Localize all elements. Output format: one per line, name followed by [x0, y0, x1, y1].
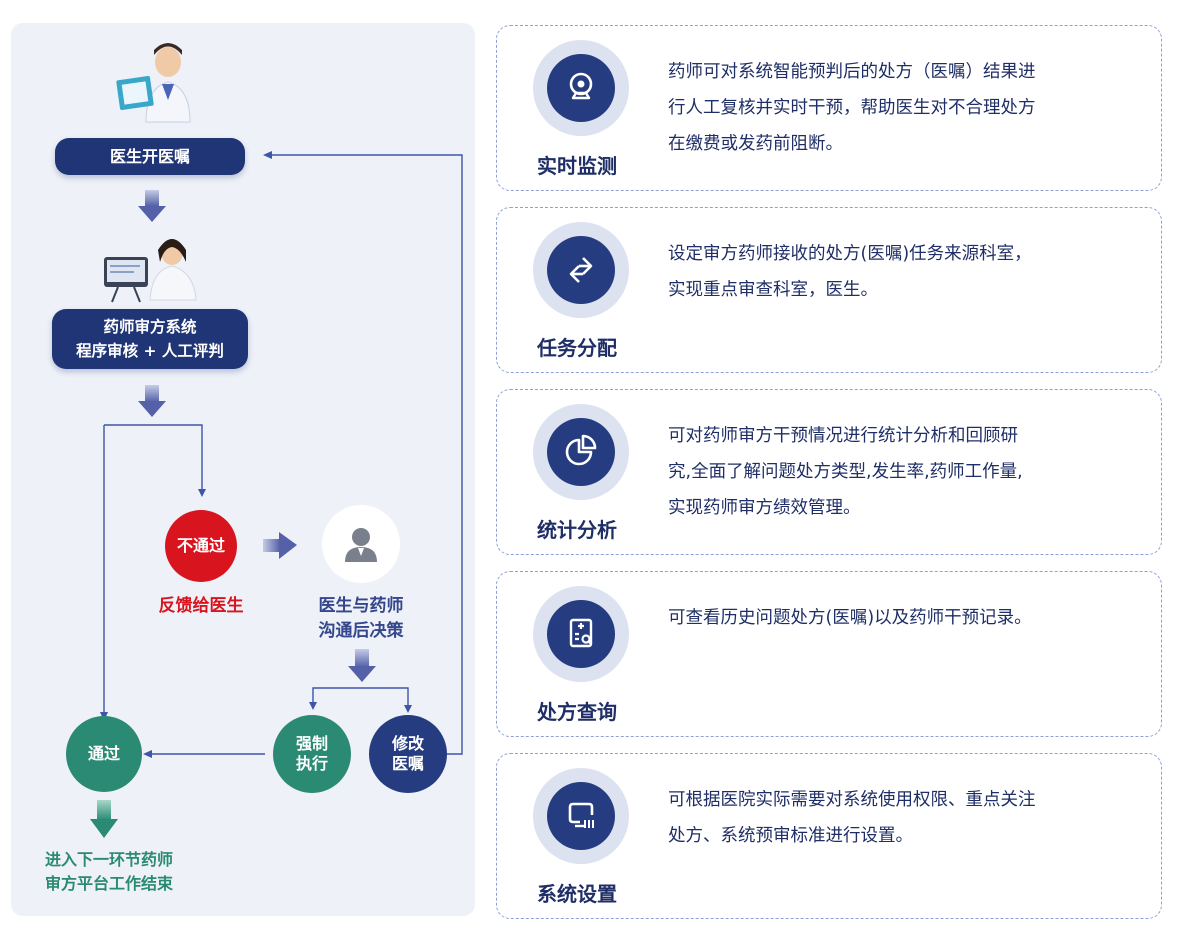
- icon-halo: [533, 40, 629, 136]
- feature-card-statistics: 统计分析 可对药师审方干预情况进行统计分析和回顾研 究,全面了解问题处方类型,发…: [496, 389, 1162, 555]
- feature-title: 任务分配: [537, 336, 617, 360]
- connector-arrowheads: [100, 151, 412, 758]
- doctor-orders-pill: 医生开医嘱: [55, 138, 245, 175]
- desc-line: 可查看历史问题处方(医嘱)以及药师干预记录。: [668, 608, 1032, 628]
- desc-line: 设定审方药师接收的处方(医嘱)任务来源科室，: [668, 244, 1032, 264]
- consult-node: [322, 505, 400, 583]
- feature-desc: 药师可对系统智能预判后的处方（医嘱）结果进 行人工复核并实时干预，帮助医生对不合…: [668, 54, 1138, 162]
- feature-card-prescription-query: 处方查询 可查看历史问题处方(医嘱)以及药师干预记录。: [496, 571, 1162, 737]
- desc-line: 行人工复核并实时干预，帮助医生对不合理处方: [668, 98, 1036, 118]
- modify-order-node: 修改 医嘱: [369, 715, 447, 793]
- webcam-icon: [569, 72, 593, 100]
- down-arrow-2: [138, 385, 166, 417]
- feature-card-system-settings: 系统设置 可根据医院实际需要对系统使用权限、重点关注 处方、系统预审标准进行设置…: [496, 753, 1162, 919]
- desc-line: 究,全面了解问题处方类型,发生率,药师工作量,: [668, 462, 1023, 482]
- feature-title: 统计分析: [537, 518, 617, 542]
- down-arrow-green: [90, 800, 118, 838]
- review-line-2: 程序审核 + 人工评判: [76, 342, 224, 360]
- exchange-icon: [569, 257, 593, 283]
- feature-desc: 可对药师审方干预情况进行统计分析和回顾研 究,全面了解问题处方类型,发生率,药师…: [668, 418, 1138, 526]
- modify-line-1: 修改: [391, 734, 424, 753]
- desc-line: 处方、系统预审标准进行设置。: [668, 826, 913, 846]
- reject-node: 不通过: [165, 510, 237, 582]
- doctor-icon: [116, 43, 191, 123]
- connector-lines: [103, 154, 463, 755]
- feature-title: 实时监测: [537, 154, 617, 178]
- feature-desc: 可根据医院实际需要对系统使用权限、重点关注 处方、系统预审标准进行设置。: [668, 782, 1138, 854]
- icon-halo: [533, 404, 629, 500]
- feature-title: 处方查询: [537, 700, 617, 724]
- review-system-pill: 药师审方系统 程序审核 + 人工评判: [52, 309, 248, 369]
- consult-line-1: 医生与药师: [318, 596, 404, 616]
- icon-halo: [533, 586, 629, 682]
- force-execute-node: 强制 执行: [273, 715, 351, 793]
- desc-line: 在缴费或发药前阻断。: [668, 134, 843, 154]
- modify-line-2: 医嘱: [391, 754, 424, 773]
- reject-caption: 反馈给医生: [158, 596, 244, 616]
- next-line-1: 进入下一环节药师: [44, 850, 173, 869]
- force-line-2: 执行: [295, 754, 328, 773]
- feature-card-realtime-monitor: 实时监测 药师可对系统智能预判后的处方（医嘱）结果进 行人工复核并实时干预，帮助…: [496, 25, 1162, 191]
- down-arrow-3: [348, 649, 376, 682]
- feature-card-task-assign: 任务分配 设定审方药师接收的处方(医嘱)任务来源科室， 实现重点审查科室，医生。: [496, 207, 1162, 373]
- pie-chart-icon: [565, 434, 597, 466]
- desc-line: 实现药师审方绩效管理。: [668, 498, 861, 518]
- desc-line: 可根据医院实际需要对系统使用权限、重点关注: [668, 790, 1036, 810]
- desc-line: 可对药师审方干预情况进行统计分析和回顾研: [668, 426, 1018, 446]
- pharmacist-icon: [104, 239, 197, 303]
- next-line-2: 审方平台工作结束: [44, 874, 173, 893]
- icon-halo: [533, 222, 629, 318]
- consult-caption: 医生与药师 沟通后决策: [290, 594, 432, 643]
- pass-node: 通过: [66, 716, 142, 792]
- down-arrow-1: [138, 190, 166, 222]
- force-line-1: 强制: [295, 734, 328, 753]
- desc-line: 药师可对系统智能预判后的处方（医嘱）结果进: [668, 62, 1036, 82]
- icon-halo: [533, 768, 629, 864]
- document-search-icon: [569, 618, 593, 648]
- feature-desc: 设定审方药师接收的处方(医嘱)任务来源科室， 实现重点审查科室，医生。: [668, 236, 1138, 308]
- next-step-caption: 进入下一环节药师 审方平台工作结束: [20, 848, 198, 896]
- consult-line-2: 沟通后决策: [318, 620, 404, 641]
- monitor-settings-icon: [568, 802, 594, 828]
- right-arrow-to-consult: [263, 532, 297, 559]
- feature-desc: 可查看历史问题处方(医嘱)以及药师干预记录。: [668, 600, 1138, 636]
- desc-line: 实现重点审查科室，医生。: [668, 280, 878, 300]
- feature-title: 系统设置: [537, 882, 617, 906]
- review-line-1: 药师审方系统: [103, 318, 197, 336]
- person-icon: [345, 528, 377, 562]
